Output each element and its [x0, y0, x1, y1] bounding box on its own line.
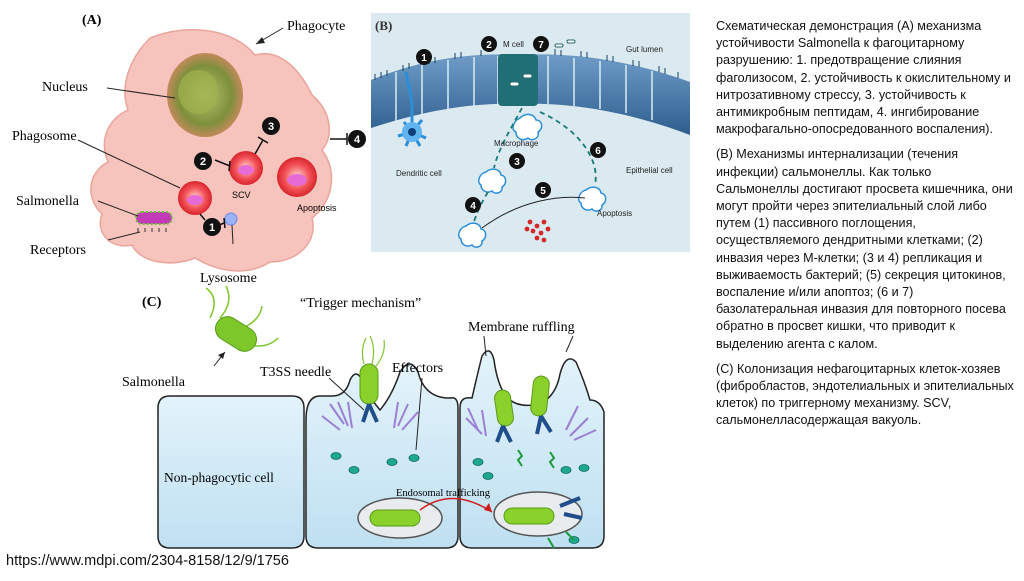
invading-salmonella — [359, 335, 550, 427]
endosomal-trafficking-arrow — [419, 497, 493, 513]
label-nucleus: Nucleus — [42, 80, 88, 95]
marker-b-5-text: 5 — [540, 186, 546, 197]
lysosome — [224, 212, 238, 226]
marker-b-6-text: 6 — [595, 146, 601, 157]
effector-dots — [330, 452, 590, 544]
marker-a-2-text: 2 — [200, 156, 206, 168]
marker-a-3-text: 3 — [268, 121, 274, 133]
label-salmonella-c: Salmonella — [122, 375, 186, 390]
label-non-phagocytic-cell: Non-phagocytic cell — [164, 470, 274, 485]
marker-b-4 — [465, 197, 481, 213]
description-text: Схематическая демонстрация (A) механизма… — [716, 18, 1016, 438]
marker-b-6 — [590, 142, 606, 158]
phagocyte-cell — [90, 28, 333, 272]
infected-cells — [458, 168, 607, 248]
marker-b-1 — [416, 49, 432, 65]
label-membrane-ruffling: Membrane ruffling — [468, 320, 575, 335]
marker-b-5 — [535, 182, 551, 198]
panel-a: 1 2 3 4 (A) Phagocyte Nucleus Phagosome … — [12, 13, 366, 286]
marker-a-1 — [203, 218, 221, 236]
marker-a-2 — [194, 152, 212, 170]
marker-a-4 — [348, 130, 366, 148]
marker-a-1-text: 1 — [209, 222, 215, 234]
panel-b-tag: (B) — [375, 18, 392, 33]
label-phagocyte: Phagocyte — [287, 19, 345, 34]
label-phagosome: Phagosome — [12, 129, 77, 144]
panel-a-markers: 1 2 3 4 — [194, 117, 366, 236]
label-epithelial-cell: Epithelial cell — [626, 166, 673, 175]
epithelial-layer — [371, 49, 690, 135]
scv-right — [493, 491, 583, 549]
marker-b-2-text: 2 — [486, 40, 492, 51]
label-apoptosis-a: Apoptosis — [297, 203, 337, 213]
t3ss-needles — [361, 403, 553, 443]
source-url: https://www.mdpi.com/2304-8158/12/9/1756 — [6, 553, 289, 569]
description-panel-b: (B) Механизмы интернализации (течения ин… — [716, 147, 1013, 351]
marker-b-3 — [509, 153, 525, 169]
panel-a-tag: (A) — [82, 13, 102, 28]
microvilli — [374, 49, 679, 80]
label-receptors: Receptors — [30, 243, 86, 258]
marker-b-7-text: 7 — [538, 40, 544, 51]
figure-svg: 1 2 3 4 (A) Phagocyte Nucleus Phagosome … — [12, 13, 690, 549]
dendritic-cell — [397, 71, 427, 147]
marker-b-3-text: 3 — [514, 157, 520, 168]
m-cell — [498, 54, 538, 106]
panel-c-tag: (C) — [142, 295, 162, 310]
marker-b-2 — [481, 36, 497, 52]
label-trigger-mechanism: “Trigger mechanism” — [300, 296, 421, 311]
description-panel-c: (C) Колонизация нефагоцитарных клеток-хо… — [716, 361, 1014, 428]
panel-c: (C) “Trigger mechanism” Salmonella — [122, 285, 605, 549]
salmonella-bacterium — [135, 211, 173, 225]
label-apoptosis-b: Apoptosis — [597, 209, 632, 218]
label-scv: SCV — [232, 190, 251, 200]
cytokines — [524, 219, 551, 243]
label-endosomal-trafficking: Endosomal trafficking — [396, 488, 491, 499]
marker-a-4-text: 4 — [354, 134, 361, 146]
marker-b-1-text: 1 — [421, 53, 427, 64]
label-effectors: Effectors — [392, 361, 443, 376]
free-salmonella — [205, 285, 279, 367]
label-lysosome: Lysosome — [200, 271, 257, 286]
marker-b-4-text: 4 — [470, 201, 476, 212]
label-dendritic-cell: Dendritic cell — [396, 169, 442, 178]
label-salmonella-a: Salmonella — [16, 194, 80, 209]
scv-middle — [357, 497, 443, 539]
label-macrophage: Macrophage — [494, 139, 539, 148]
panel-b-markers: 1 2 3 4 5 6 7 — [416, 36, 606, 213]
receptor-marks — [137, 228, 167, 232]
marker-a-3 — [262, 117, 280, 135]
label-m-cell: M cell — [503, 40, 524, 49]
non-phagocytic-cell — [157, 395, 305, 549]
macrophage — [512, 113, 543, 141]
description-panel-a: Схематическая демонстрация (A) механизма… — [716, 19, 1011, 137]
label-t3ss-needle: T3SS needle — [260, 365, 331, 380]
effector-fans — [321, 401, 597, 441]
marker-b-7 — [533, 36, 549, 52]
panel-b: 1 2 3 4 5 6 7 (B) M cell Gut lumen Macro… — [371, 13, 690, 252]
label-gut-lumen: Gut lumen — [626, 45, 663, 54]
figure-area: 1 2 3 4 (A) Phagocyte Nucleus Phagosome … — [12, 13, 690, 549]
